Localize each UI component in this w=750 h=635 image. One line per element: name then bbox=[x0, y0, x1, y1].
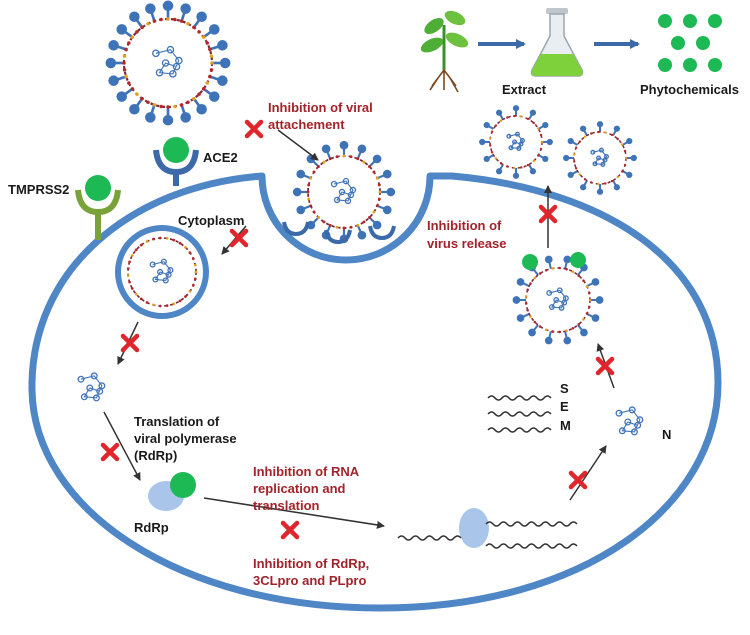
virus-group bbox=[105, 0, 637, 345]
label-inhibition-rna-3: translation bbox=[253, 498, 320, 513]
label-inhibition-attachment-2: attachement bbox=[268, 117, 345, 132]
virus-endosome bbox=[126, 236, 198, 308]
label-phytochemicals: Phytochemicals bbox=[640, 82, 739, 97]
inhibit-x-icon bbox=[538, 204, 558, 224]
label-inhibition-release-1: Inhibition of bbox=[427, 218, 502, 233]
endosome-membrane bbox=[115, 225, 209, 319]
label-extract: Extract bbox=[502, 82, 547, 97]
label-inhibition-rna-2: replication and bbox=[253, 481, 346, 496]
viral-genome-icon bbox=[546, 287, 569, 311]
label-ace2: ACE2 bbox=[203, 150, 238, 165]
virus-assembled bbox=[512, 252, 604, 345]
viral-genome-icon bbox=[149, 258, 174, 284]
rna-strand-m bbox=[487, 427, 552, 433]
virus-attaching bbox=[292, 140, 396, 244]
inhibit-x-icon bbox=[595, 356, 615, 376]
inhibit-x-icon bbox=[100, 442, 120, 462]
rna-strand bbox=[397, 535, 462, 541]
label-inhibition-attachment-1: Inhibition of viral bbox=[268, 100, 373, 115]
virus-released-2 bbox=[563, 121, 637, 195]
phytochemical-dots bbox=[658, 14, 722, 72]
rna-strand bbox=[485, 521, 578, 527]
label-cytoplasm: Cytoplasm bbox=[178, 213, 245, 228]
rna-icon bbox=[397, 395, 578, 549]
label-tmprss2: TMPRSS2 bbox=[8, 182, 70, 197]
label-rdrp: RdRp bbox=[134, 520, 169, 535]
label-protein-e: E bbox=[560, 399, 569, 414]
tmprss2-receptor bbox=[75, 175, 121, 240]
rna-strand-e bbox=[487, 411, 552, 417]
viral-genome-icon bbox=[506, 131, 525, 151]
label-protein-s: S bbox=[560, 381, 569, 396]
ace2-receptor bbox=[153, 137, 199, 186]
viral-genome-icon bbox=[615, 406, 644, 436]
ribosome-icon bbox=[459, 508, 489, 548]
label-inhibition-proteases-1: Inhibition of RdRp, bbox=[253, 556, 370, 571]
label-translation-1: Translation of bbox=[134, 414, 220, 429]
label-protein-m: M bbox=[560, 418, 571, 433]
flask-icon bbox=[530, 8, 584, 77]
viral-genome-icon bbox=[152, 45, 183, 78]
inhibit-x-icon bbox=[120, 333, 140, 353]
rdrp-complex bbox=[148, 472, 196, 511]
viral-genome-icon bbox=[590, 147, 609, 167]
inhibit-x-icon bbox=[244, 119, 264, 139]
pit-receptors bbox=[282, 221, 396, 245]
label-inhibition-proteases-2: 3CLpro and PLpro bbox=[253, 573, 367, 588]
label-protein-n: N bbox=[662, 427, 672, 442]
viral-genome-icon bbox=[77, 372, 106, 402]
virus-released-1 bbox=[479, 105, 553, 179]
inhibit-x-icon bbox=[229, 228, 249, 248]
inhibit-x-icon bbox=[280, 520, 300, 540]
rna-strand-s bbox=[487, 395, 552, 401]
plant-icon bbox=[420, 10, 469, 93]
rna-strand bbox=[485, 543, 578, 549]
label-translation-2: viral polymerase bbox=[134, 431, 237, 446]
virus-free bbox=[105, 0, 231, 126]
inhibit-x-icons bbox=[100, 119, 615, 540]
label-translation-3: (RdRp) bbox=[134, 448, 178, 463]
viral-genome-icon bbox=[330, 177, 357, 205]
viral-genomes bbox=[77, 372, 644, 436]
label-inhibition-rna-1: Inhibition of RNA bbox=[253, 464, 360, 479]
inhibit-x-icon bbox=[568, 470, 588, 490]
label-inhibition-release-2: virus release bbox=[427, 236, 507, 251]
